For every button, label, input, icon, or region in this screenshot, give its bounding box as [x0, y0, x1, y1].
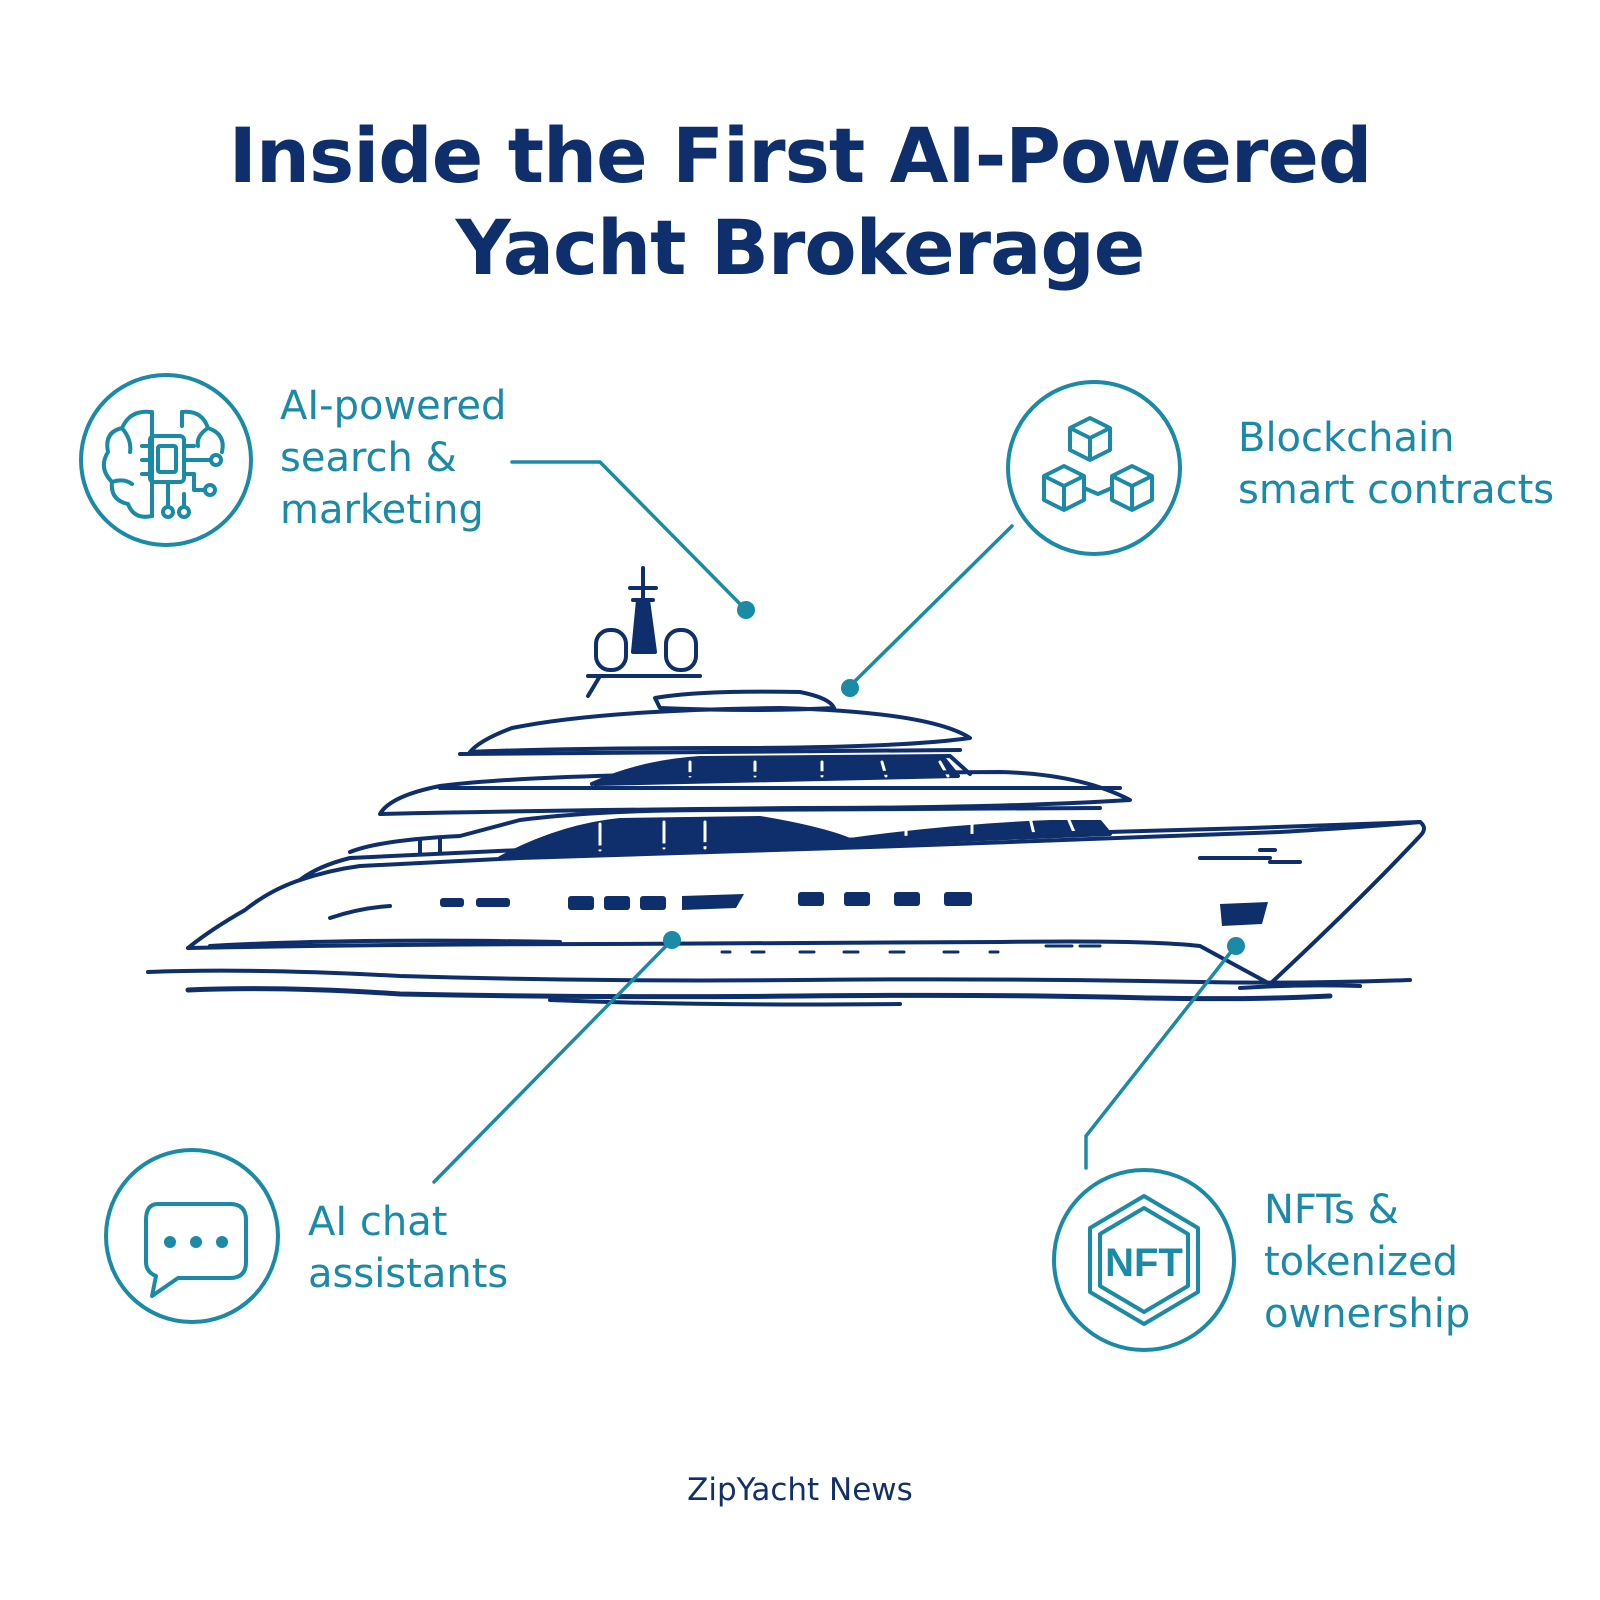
page-title-line-2: Yacht Brokerage	[455, 203, 1146, 292]
nft-hexagon-icon: NFT	[1052, 1168, 1236, 1352]
yacht-illustration	[146, 566, 1426, 1007]
feature-blockchain-line-1: Blockchain	[1238, 415, 1455, 461]
callout-dots	[663, 601, 1245, 955]
feature-nft-line-2: tokenized	[1264, 1239, 1458, 1285]
feature-label-ai-search: AI-powered search & marketing	[280, 380, 506, 536]
feature-blockchain-line-2: smart contracts	[1238, 467, 1555, 513]
callout-dot-chat	[663, 931, 681, 949]
yacht-sun-deck	[458, 689, 972, 756]
feature-nft-line-3: ownership	[1264, 1291, 1471, 1337]
yacht-upper-deck	[378, 754, 1132, 816]
yacht-hull-dashes	[720, 944, 1102, 954]
brain-chip-icon	[79, 373, 253, 547]
feature-ai-search-line-1: AI-powered	[280, 383, 507, 429]
feature-ai-search-line-3: marketing	[280, 487, 484, 533]
page-title: Inside the First AI-Powered Yacht Broker…	[0, 110, 1600, 294]
yacht-hull	[186, 820, 1426, 986]
callout-line-blockchain	[848, 524, 1014, 688]
footer-source: ZipYacht News	[687, 1472, 913, 1508]
yacht-waterline	[146, 968, 1412, 1007]
yacht-main-deck	[348, 806, 1112, 860]
callout-line-nft	[1084, 946, 1236, 1170]
chat-bubble-icon	[104, 1148, 280, 1324]
feature-label-nft: NFTs & tokenized ownership	[1264, 1184, 1470, 1340]
feature-chat-line-1: AI chat	[308, 1199, 448, 1245]
callout-dot-nft	[1227, 937, 1245, 955]
yacht-mast	[586, 566, 702, 698]
feature-label-chat: AI chat assistants	[308, 1196, 508, 1300]
callout-line-chat	[432, 938, 674, 1184]
blocks-icon	[1006, 380, 1182, 556]
callout-line-ai-search	[510, 460, 748, 612]
callout-lines	[432, 460, 1236, 1184]
feature-nft-line-1: NFTs &	[1264, 1187, 1399, 1233]
yacht-portholes	[440, 892, 1268, 926]
callout-dot-ai-search	[737, 601, 755, 619]
nft-icon-text: NFT	[1105, 1241, 1183, 1285]
callout-dot-blockchain	[841, 679, 859, 697]
feature-chat-line-2: assistants	[308, 1251, 509, 1297]
feature-label-blockchain: Blockchain smart contracts	[1238, 412, 1554, 516]
feature-ai-search-line-2: search &	[280, 435, 457, 481]
page-title-line-1: Inside the First AI-Powered	[228, 111, 1373, 200]
